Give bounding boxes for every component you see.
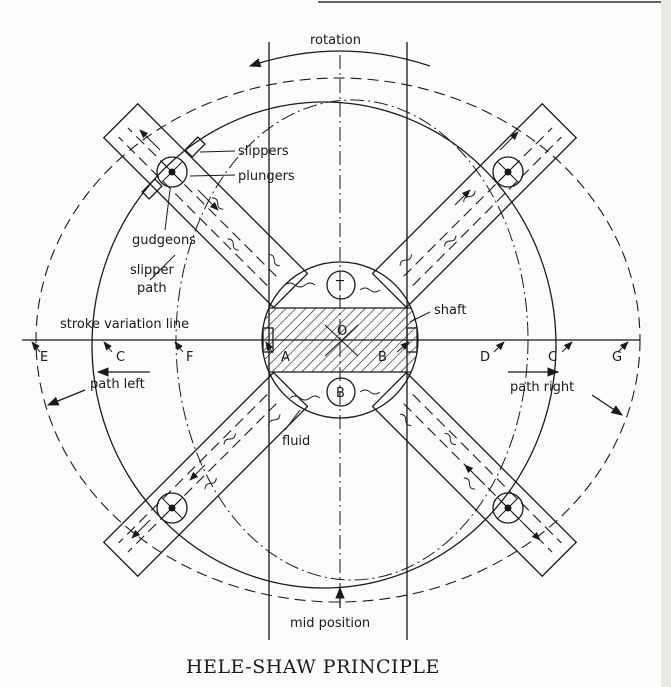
rotation-arrow (248, 50, 431, 68)
path-right-label: path right (510, 380, 574, 395)
plungers-label: plungers (238, 169, 295, 184)
plungers-leader (189, 174, 236, 177)
gudgeon-heads (141, 136, 524, 524)
shaft-label: shaft (434, 303, 466, 318)
center-o-label: O (337, 324, 347, 339)
top-port-label: T (335, 279, 344, 294)
path-left-diagonal-arrow (46, 389, 86, 406)
point-b-label: B (378, 350, 387, 365)
outer-path-circle (35, 77, 641, 603)
fluid-leader (284, 409, 301, 431)
path-right-diagonal-arrow (591, 394, 623, 416)
point-g-label: G (612, 350, 622, 365)
inner-path-circle (175, 99, 529, 581)
point-e-label: E (40, 350, 48, 365)
point-c-left-label: C (116, 350, 125, 365)
slippers-label: slippers (238, 144, 289, 159)
stroke-variation-label: stroke variation line (60, 317, 189, 332)
bottom-port-label: B (336, 386, 345, 401)
point-d-label: D (480, 350, 490, 365)
point-c-right-label: C (548, 350, 557, 365)
top-port-circle (326, 270, 356, 300)
slipper-path-circle (91, 101, 557, 589)
central-hub (261, 261, 419, 419)
cylinder-arms (102, 102, 578, 578)
page-edge-shadow (661, 0, 671, 687)
slipper-path-leader (149, 254, 176, 281)
gudgeons-leader (164, 189, 171, 231)
figure-caption: HELE-SHAW PRINCIPLE (186, 656, 440, 678)
mid-position-label: mid position (290, 616, 370, 631)
point-a-label: A (281, 350, 290, 365)
slippers-leader (199, 150, 236, 153)
path-left-label: path left (90, 377, 145, 392)
slipper-path-label-line1: slipper (130, 263, 174, 278)
shaft-leader (409, 311, 431, 323)
bottom-port-circle (326, 377, 356, 407)
fluid-label: fluid (282, 434, 310, 449)
point-f-label: F (186, 350, 193, 365)
slipper-path-label-line2: path (137, 281, 167, 296)
flow-arrows (131, 129, 541, 541)
gudgeons-label: gudgeons (132, 233, 196, 248)
rotation-label: rotation (310, 33, 361, 48)
